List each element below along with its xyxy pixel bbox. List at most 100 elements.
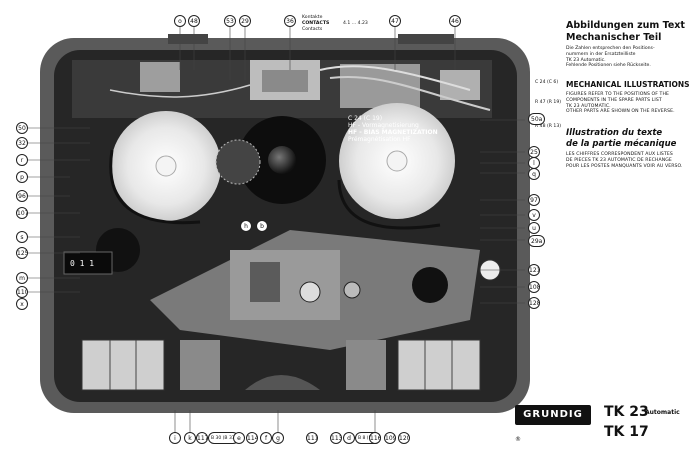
label-top-29: 29 <box>239 15 251 27</box>
annotation-c24-c19: C 24 (C 19) <box>348 115 383 122</box>
wire-2 <box>329 75 491 111</box>
desc-de-line: nummern in der Ersatzteilliste <box>566 51 636 57</box>
desc-en-line: COMPONENTS IN THE SPARE PARTS LIST <box>566 97 662 103</box>
label-right-50a: 50a <box>528 113 546 125</box>
piano-keys-right <box>397 339 481 391</box>
hf-fr: Prémagnétisation HF <box>348 136 411 143</box>
head-assembly <box>230 250 340 320</box>
label-right-128: 128 <box>528 297 540 309</box>
head-block <box>250 262 280 302</box>
label-left-p: p <box>16 171 28 183</box>
counter-digits: 0 1 1 <box>70 259 94 268</box>
desc-en-line: OTHER PARTS ARE SHOWN ON THE REVERSE. <box>566 109 675 115</box>
annotation-r47-r19: R 47 (R 19) <box>535 100 562 105</box>
label-bottom-i: i <box>169 432 181 444</box>
grundig-logo: GRUNDIG <box>515 405 591 425</box>
desc-fr-line: LES CHIFFRES CORRESPONDENT AUX LISTES <box>566 152 673 157</box>
right-bracket <box>440 70 480 100</box>
label-bottom-d: d <box>343 432 355 444</box>
contact-block-inner <box>262 70 308 92</box>
title-de-1: Abbildungen zum Text <box>566 20 685 31</box>
label-top-48: 48 <box>188 15 200 27</box>
model-tk23-suffix: Automatic <box>645 409 680 416</box>
hf-annotation: C 24 (C 19) HF - Vormagnetisierung HF - … <box>348 115 438 143</box>
desc-en-line: TK 23 AUTOMATIC. <box>566 103 611 109</box>
wire-1 <box>319 65 471 91</box>
label-top-o: o <box>174 15 186 27</box>
desc-fr: LES CHIFFRES CORRESPONDENT AUX LISTES DE… <box>566 152 683 169</box>
label-top-46: 46 <box>449 15 461 27</box>
desc-fr-line: DE PIECES TK 23 AUTOMATIC DE RECHANGE <box>566 157 672 163</box>
speaker-cone <box>245 375 320 390</box>
label-right-u: u <box>528 222 540 234</box>
desc-de: Die Zahlen entsprechen den Positions- nu… <box>566 46 655 69</box>
label-inner-b: b <box>256 220 268 232</box>
label-bottom-g: g <box>272 432 284 444</box>
label-bottom-120: 120 <box>398 432 410 444</box>
lower-right-assembly <box>346 340 386 390</box>
contacts-en: CONTACTS <box>302 20 330 26</box>
label-left-s: s <box>16 231 28 243</box>
desc-en: FIGURES REFER TO THE POSITIONS OF THE CO… <box>566 92 675 115</box>
contacts-fr: Contacts <box>302 26 323 32</box>
label-left-32: 32 <box>16 137 28 149</box>
label-bottom-116: 116 <box>369 432 381 444</box>
title-de-2: Mechanischer Teil <box>566 32 662 43</box>
title-en: MECHANICAL ILLUSTRATIONS <box>566 80 690 89</box>
desc-de-line: Fehlende Positionen siehe Rückseite. <box>566 63 651 69</box>
label-left-125: 125 <box>16 247 28 259</box>
label-right-29a: 29a <box>528 235 546 247</box>
label-bottom-e: e <box>233 432 245 444</box>
leader-lines <box>28 27 525 432</box>
contacts-annotation: Kontakte CONTACTS Contacts <box>302 15 329 32</box>
latch-tab-left <box>168 34 208 44</box>
contacts-range: 4.1 ... 4.23 <box>343 21 368 26</box>
hf-de: HF - Vormagnetisierung <box>348 122 419 129</box>
desc-fr-line: POUR LES POSTES MANQUANTS VOIR AU VERSO. <box>566 163 683 169</box>
label-top-36: 36 <box>284 15 296 27</box>
title-fr-2: de la partie mécanique <box>566 139 677 149</box>
annotation-r48-r13: R 48 (R 13) <box>535 124 562 129</box>
annotation-c24-c6: C 24 (C 6) <box>535 80 559 85</box>
label-bottom-117: 117 <box>196 432 208 444</box>
label-left-50: 50 <box>16 122 28 134</box>
hf-en: HF - BIAS MAGNETIZATION <box>348 129 438 136</box>
label-right-97: 97 <box>528 194 540 206</box>
label-left-96: 96 <box>16 190 28 202</box>
motor-hub <box>268 146 296 174</box>
title-fr-1: Illustration du texte <box>566 128 663 138</box>
label-left-x: x <box>16 298 28 310</box>
desc-de-line: TK 23 Automatic. <box>566 57 606 63</box>
drive-belt-left <box>109 149 201 225</box>
contacts-de: Kontakte <box>302 15 323 20</box>
label-bottom-114: 114 <box>246 432 258 444</box>
left-reel-hub <box>155 155 177 177</box>
tape-counter <box>63 251 113 275</box>
pinch-roller <box>343 281 361 299</box>
gear-wheel <box>215 139 261 185</box>
label-inner-h: h <box>240 220 252 232</box>
label-bottom-109: 109 <box>384 432 396 444</box>
latch-tab-right <box>398 34 454 44</box>
label-right-108: 108 <box>528 281 540 293</box>
label-top-47: 47 <box>389 15 401 27</box>
label-right-v: v <box>528 209 540 221</box>
left-bracket <box>140 62 180 92</box>
model-tk17: TK 17 <box>604 424 649 440</box>
label-left-107: 107 <box>16 207 28 219</box>
label-left-m: m <box>16 272 28 284</box>
label-bottom-111: 111 <box>306 432 318 444</box>
label-bottom-k: k <box>184 432 196 444</box>
desc-de-line: Die Zahlen entsprechen den Positions- <box>566 46 655 51</box>
piano-keys-left <box>81 339 165 391</box>
label-right-121: 121 <box>528 264 540 276</box>
label-top-53: 53 <box>224 15 236 27</box>
right-knob <box>412 267 448 303</box>
label-left-r: r <box>16 154 28 166</box>
label-bottom-113: 113 <box>330 432 342 444</box>
label-right-q: q <box>528 168 540 180</box>
model-tk23: TK 23 <box>604 404 649 420</box>
capstan <box>299 281 321 303</box>
lower-left-assembly <box>180 340 220 390</box>
